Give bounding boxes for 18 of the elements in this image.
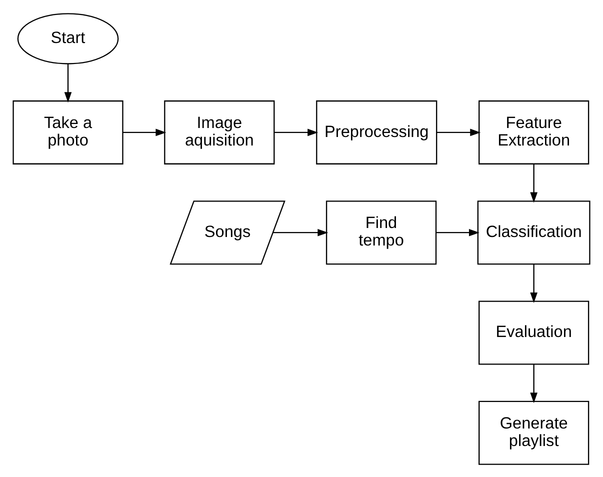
node-box: Feature Extraction (478, 100, 590, 164)
node-box: Image aquisition (164, 100, 275, 164)
node-box: Take a photo (12, 100, 124, 164)
arrow (436, 228, 480, 236)
arrow (530, 164, 538, 202)
node-box: Find tempo (326, 200, 437, 264)
arrow (64, 63, 72, 102)
node-box: Generate playlist (478, 400, 590, 464)
arrow (273, 228, 328, 236)
arrow (274, 128, 318, 136)
node-box: Evaluation (478, 300, 590, 364)
arrow (530, 264, 538, 302)
node-box: Preprocessing (316, 100, 438, 164)
arrow (436, 128, 481, 136)
node-ellipse: Start (17, 12, 119, 64)
arrow (530, 364, 538, 403)
arrow (123, 128, 166, 136)
node-box: Classification (477, 200, 590, 264)
